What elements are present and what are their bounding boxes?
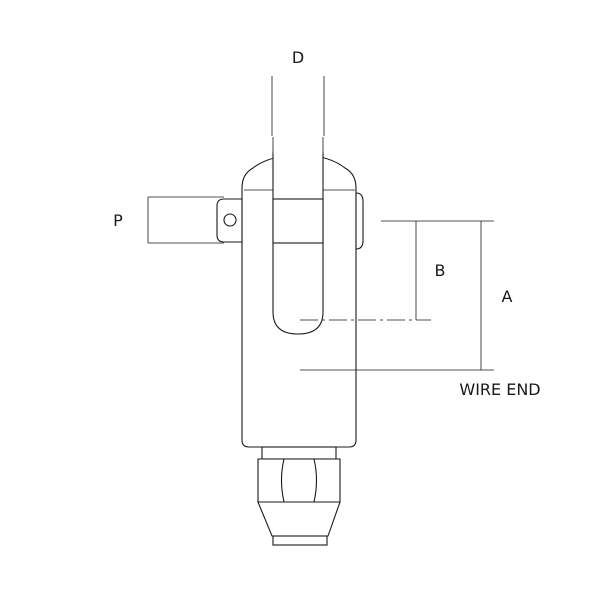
clevis-pin [216, 192, 364, 250]
dimension-d: D [271, 48, 325, 136]
dimension-b-label: B [435, 261, 446, 280]
dimension-p: P [113, 196, 224, 244]
wire-end-label: WIRE END [459, 380, 540, 399]
dimension-a-label: A [502, 287, 513, 306]
fork-body [241, 137, 357, 448]
dimension-b: B [300, 220, 446, 321]
dimension-d-label: D [292, 48, 304, 67]
dimension-p-label: P [113, 211, 123, 230]
cotter-hole-icon [223, 213, 237, 227]
dimension-a: A [300, 220, 513, 371]
swage-fitting [257, 446, 341, 546]
